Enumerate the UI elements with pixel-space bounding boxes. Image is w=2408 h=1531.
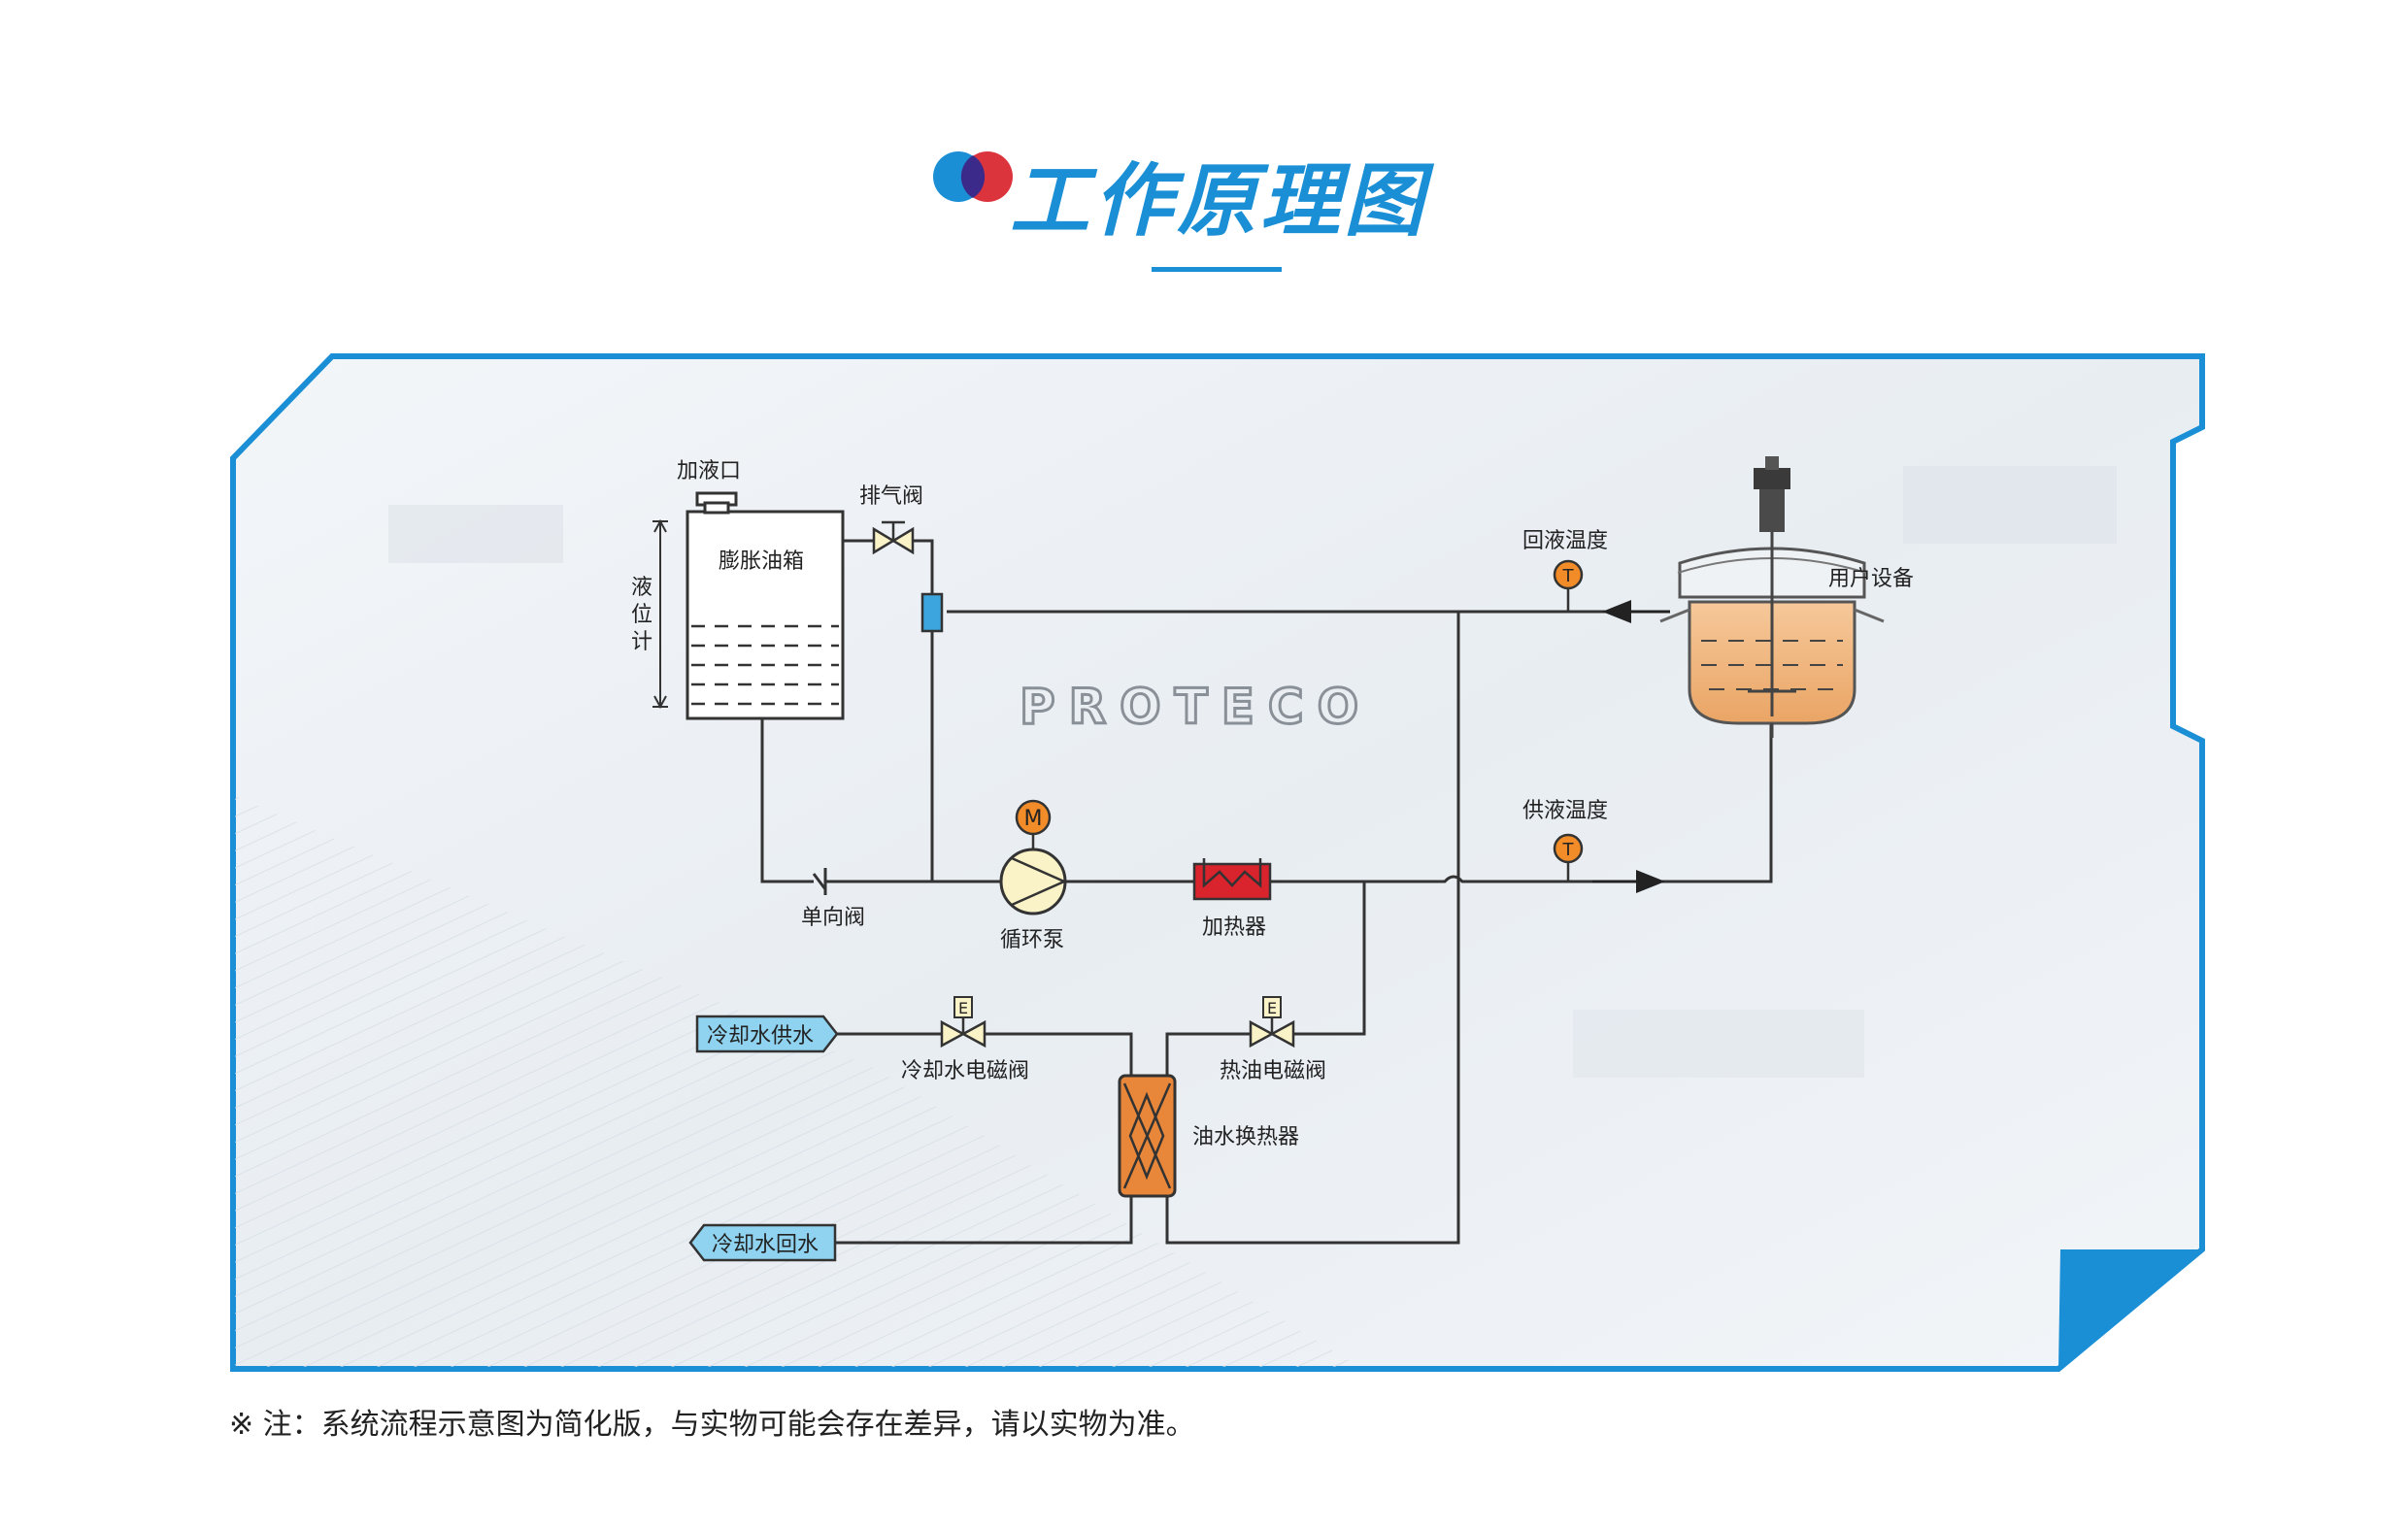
cooling-water-supply-tag xyxy=(695,1015,839,1053)
pump-impeller xyxy=(1011,856,1068,907)
solenoid-symbol-cooling: E xyxy=(958,999,968,1017)
check-valve-icon xyxy=(812,868,827,895)
title-underline xyxy=(1152,267,1282,272)
deaerator xyxy=(920,592,944,633)
pipe-cooling-valve-exchanger xyxy=(985,1032,1133,1078)
solenoid-symbol-hot-oil: E xyxy=(1267,999,1277,1017)
check-valve-label: 单向阀 xyxy=(801,906,865,930)
level-gauge-label-2: 位 xyxy=(631,603,652,627)
pipe-tank-to-check xyxy=(760,718,814,883)
bg-block-decoration xyxy=(388,505,563,563)
motor-icon xyxy=(1015,799,1052,836)
hot-oil-solenoid-valve-label: 热油电磁阀 xyxy=(1220,1059,1326,1083)
frame-corner-decoration xyxy=(2058,1249,2202,1369)
brand-watermark: PROTECO xyxy=(1020,679,1372,735)
frame-stripes-decoration xyxy=(235,796,1359,1367)
heater-icon xyxy=(1192,862,1272,901)
user-equipment-label: 用户设备 xyxy=(1828,567,1914,591)
return-temp-sensor-icon xyxy=(1553,559,1584,590)
bg-block-decoration xyxy=(1903,466,2117,544)
supply-temp-label: 供液温度 xyxy=(1522,799,1608,823)
pipe-heater-supply xyxy=(1270,709,1773,883)
vent-valve-icon xyxy=(872,520,915,555)
brand-dots-icon xyxy=(933,151,1013,202)
page-title: 工作原理图 xyxy=(1010,155,1427,248)
expansion-tank-label: 膨胀油箱 xyxy=(719,549,804,574)
hot-oil-solenoid-valve-icon xyxy=(1249,996,1295,1048)
pipe-vent-deaerator xyxy=(913,539,934,594)
return-temp-label: 回液温度 xyxy=(1522,529,1608,553)
circulation-pump-icon xyxy=(999,848,1067,915)
cooling-solenoid-valve-label: 冷却水电磁阀 xyxy=(901,1059,1029,1083)
heater-element xyxy=(1202,858,1262,888)
bg-block-decoration xyxy=(1573,1010,1864,1078)
pipe-return-vertical xyxy=(1165,612,1460,1245)
fill-port-label: 加液口 xyxy=(677,459,741,483)
cooling-water-supply-label: 冷却水供水 xyxy=(707,1024,814,1048)
fill-port-neck xyxy=(703,501,730,515)
level-gauge xyxy=(652,518,668,710)
cooling-water-return-label: 冷却水回水 xyxy=(712,1233,819,1257)
temp-symbol-supply: T xyxy=(1562,840,1575,860)
oil-water-exchanger-icon xyxy=(1118,1074,1177,1198)
expansion-tank xyxy=(686,510,845,720)
cooling-solenoid-valve-icon xyxy=(940,996,987,1048)
circulation-pump-label: 循环泵 xyxy=(1000,928,1064,952)
supply-temp-sensor-icon xyxy=(1553,833,1584,864)
pipe-hot-oil-branch xyxy=(1293,882,1366,1036)
tank-oil-level xyxy=(691,624,839,706)
page-header: 工作原理图 xyxy=(0,126,2408,282)
motor-symbol: M xyxy=(1024,807,1043,831)
cooling-water-return-tag xyxy=(688,1223,837,1262)
level-gauge-label-1: 液 xyxy=(631,576,652,600)
pipe-hotoil-valve-exchanger xyxy=(1165,1032,1251,1078)
oil-water-exchanger-label: 油水换热器 xyxy=(1192,1125,1299,1149)
level-gauge-label-3: 计 xyxy=(631,630,652,654)
user-equipment-reactor-icon xyxy=(1659,456,1885,738)
footnote: ※ 注：系统流程示意图为简化版，与实物可能会存在差异，请以实物为准。 xyxy=(229,1408,1195,1442)
pipe-cooling-return xyxy=(835,1194,1133,1245)
heater-label: 加热器 xyxy=(1202,915,1266,940)
temp-symbol-return: T xyxy=(1562,566,1575,586)
vent-valve-label: 排气阀 xyxy=(859,484,923,509)
